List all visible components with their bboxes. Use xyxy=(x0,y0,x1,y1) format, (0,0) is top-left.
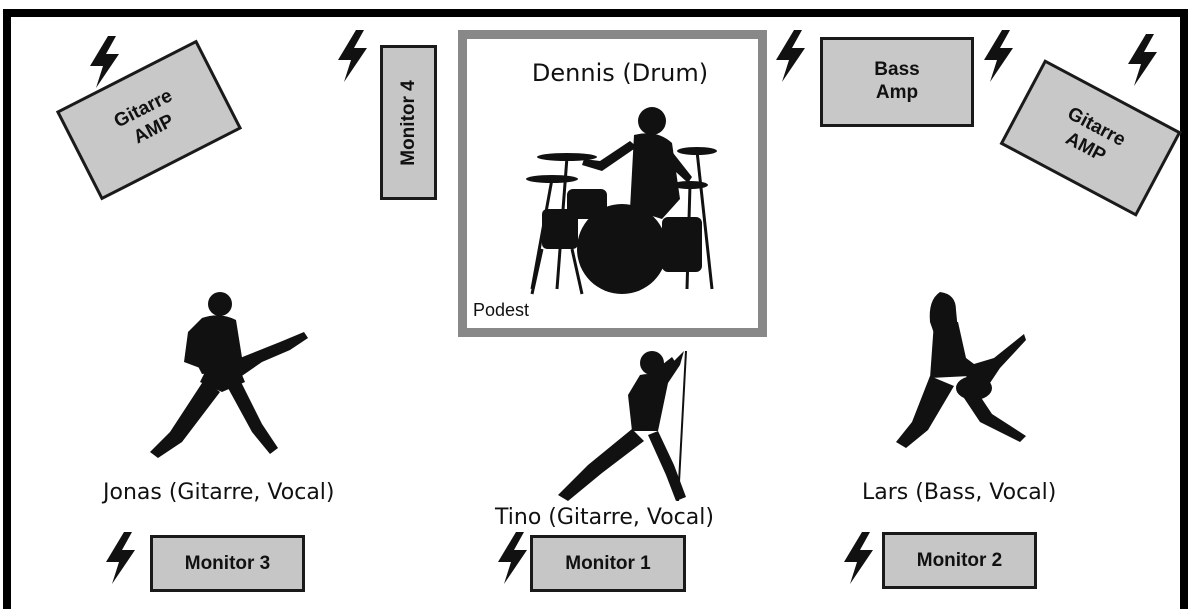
monitor-1: Monitor 1 xyxy=(530,535,686,592)
bass-amp: Bass Amp xyxy=(820,37,974,127)
drummer-silhouette xyxy=(526,107,717,295)
guitar-amp-left-label: Gitarre AMP xyxy=(110,85,178,149)
power-outlet-icon xyxy=(1128,34,1157,86)
power-outlet-icon xyxy=(844,532,873,584)
drum-riser: Dennis (Drum) Podest xyxy=(458,30,767,337)
singer-center-silhouette xyxy=(558,350,687,502)
musician-left-name: Jonas (Gitarre, Vocal) xyxy=(103,480,335,505)
monitor-3-label: Monitor 3 xyxy=(184,552,271,574)
bassist-right-silhouette xyxy=(896,292,1026,448)
power-outlet-icon xyxy=(984,30,1013,82)
guitar-amp-right-label: Gitarre AMP xyxy=(1061,103,1129,167)
monitor-1-label: Monitor 1 xyxy=(565,552,651,574)
drummer-name: Dennis (Drum) xyxy=(531,59,709,87)
monitor-4: Monitor 4 xyxy=(380,45,437,200)
power-outlet-icon xyxy=(106,532,135,584)
riser-label: Podest xyxy=(473,300,530,320)
monitor-2: Monitor 2 xyxy=(882,532,1037,589)
stage-frame xyxy=(3,9,1188,609)
musician-center-name: Tino (Gitarre, Vocal) xyxy=(495,505,714,530)
monitor-2-label: Monitor 2 xyxy=(916,549,1003,571)
musician-right-name: Lars (Bass, Vocal) xyxy=(862,480,1057,505)
power-outlet-icon xyxy=(338,30,367,82)
monitor-4-label: Monitor 4 xyxy=(397,79,419,166)
power-outlet-icon xyxy=(498,532,527,584)
guitarist-left-silhouette xyxy=(150,292,308,458)
bass-amp-label: Bass Amp xyxy=(874,59,920,103)
monitor-3: Monitor 3 xyxy=(150,535,305,592)
power-outlet-icon xyxy=(776,30,805,82)
